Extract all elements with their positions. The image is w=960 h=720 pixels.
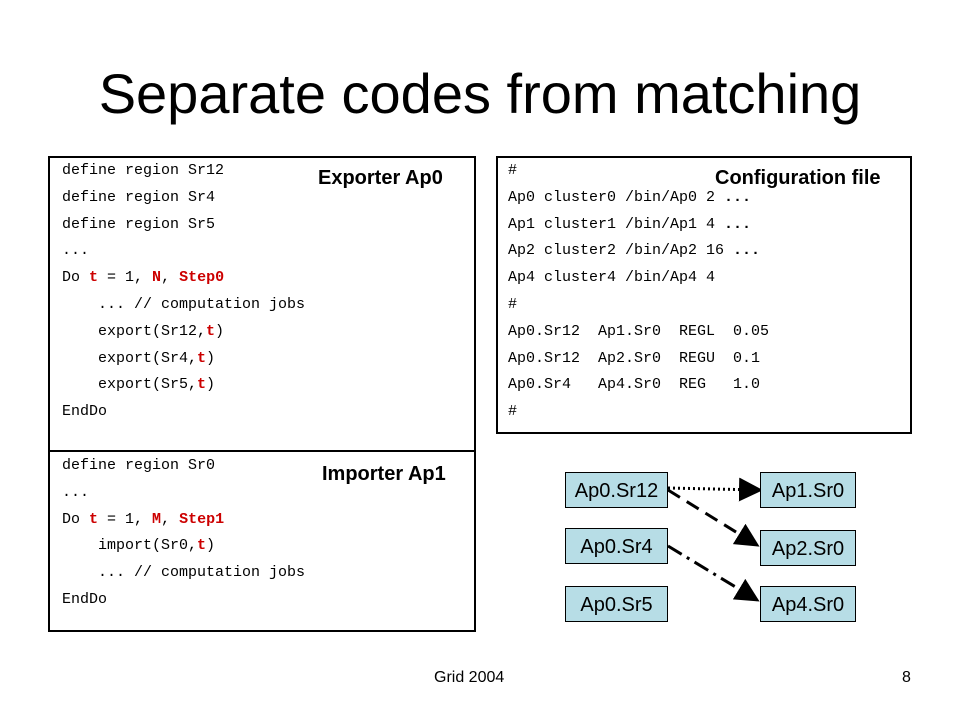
code-token: ) xyxy=(206,349,216,367)
exporter-code-line: EndDo xyxy=(62,399,305,426)
slide-title: Separate codes from matching xyxy=(98,62,862,125)
config-code-line: Ap0 cluster0 /bin/Ap0 2 ... xyxy=(508,185,769,212)
exporter-code-line: define region Sr12 xyxy=(62,158,305,185)
code-token: # xyxy=(508,403,518,421)
config-code-line: # xyxy=(508,158,769,185)
code-token: t xyxy=(206,322,216,340)
config-code-line: Ap0.Sr4 Ap4.Sr0 REG 1.0 xyxy=(508,372,769,399)
node-ap0-sr5: Ap0.Sr5 xyxy=(565,586,668,622)
config-label: Configuration file xyxy=(715,167,881,189)
code-token: Ap0.Sr12 Ap2.Sr0 REGU 0.1 xyxy=(508,349,761,367)
node-ap2-sr0: Ap2.Sr0 xyxy=(760,530,856,566)
code-token: = 1, xyxy=(98,510,153,528)
code-token: = 1, xyxy=(98,269,153,287)
code-token: # xyxy=(508,162,518,179)
exporter-code-line: Do t = 1, N, Step0 xyxy=(62,265,305,292)
code-token: Step0 xyxy=(179,269,225,287)
node-ap0-sr12: Ap0.Sr12 xyxy=(565,472,668,508)
code-token: define region Sr5 xyxy=(62,215,216,233)
code-token: Ap4 cluster4 /bin/Ap4 4 xyxy=(508,269,716,287)
importer-code: define region Sr0... Do t = 1, M, Step1 i… xyxy=(62,453,305,614)
code-token: Ap1 cluster1 /bin/Ap1 4 xyxy=(508,215,725,233)
config-code-line: Ap0.Sr12 Ap1.Sr0 REGL 0.05 xyxy=(508,319,769,346)
importer-code-line: define region Sr0 xyxy=(62,453,305,480)
code-token: ) xyxy=(215,322,225,340)
footer-text: Grid 2004 xyxy=(434,669,505,686)
code-token: Do xyxy=(62,269,90,287)
code-token: ) xyxy=(206,376,216,394)
code-token: Ap2 cluster2 /bin/Ap2 16 xyxy=(508,242,734,260)
code-token: export(Sr4, xyxy=(62,349,198,367)
code-token: import(Sr0, xyxy=(62,537,198,555)
exporter-code-line: export(Sr12,t) xyxy=(62,319,305,346)
code-token: ) xyxy=(206,537,216,555)
section-divider xyxy=(50,450,474,452)
config-code-line: Ap0.Sr12 Ap2.Sr0 REGU 0.1 xyxy=(508,346,769,373)
importer-code-line: ... // computation jobs xyxy=(62,560,305,587)
code-token: t xyxy=(197,349,207,367)
code-token: ... xyxy=(724,215,752,233)
code-token: export(Sr5, xyxy=(62,376,198,394)
code-token: Do xyxy=(62,510,90,528)
code-token: M xyxy=(152,510,162,528)
exporter-code-line: export(Sr4,t) xyxy=(62,346,305,373)
code-token: define region Sr4 xyxy=(62,188,216,206)
code-token: Ap0.Sr4 Ap4.Sr0 REG 1.0 xyxy=(508,376,761,394)
importer-code-line: ... xyxy=(62,480,305,507)
config-code-line: Ap1 cluster1 /bin/Ap1 4 ... xyxy=(508,212,769,239)
page-number: 8 xyxy=(902,669,911,686)
code-token: ... xyxy=(62,242,90,260)
importer-code-line: import(Sr0,t) xyxy=(62,533,305,560)
code-token: , xyxy=(161,269,180,287)
arrow-sr12-to-ap1 xyxy=(667,477,763,502)
exporter-label: Exporter Ap0 xyxy=(318,167,443,189)
code-token: define region Sr12 xyxy=(62,162,225,179)
code-token: ... xyxy=(62,483,90,501)
code-token: N xyxy=(152,269,162,287)
code-token: # xyxy=(508,295,518,313)
config-code-line: # xyxy=(508,292,769,319)
code-token: ... xyxy=(733,242,761,260)
code-token: t xyxy=(197,376,207,394)
config-code: #Ap0 cluster0 /bin/Ap0 2 ...Ap1 cluster1… xyxy=(508,158,769,426)
importer-code-line: Do t = 1, M, Step1 xyxy=(62,507,305,534)
code-token: t xyxy=(197,537,207,555)
node-ap4-sr0: Ap4.Sr0 xyxy=(760,586,856,622)
node-ap0-sr4: Ap0.Sr4 xyxy=(565,528,668,564)
exporter-importer-box xyxy=(48,156,476,632)
arrow-sr4-to-ap4 xyxy=(667,544,760,602)
exporter-code: define region Sr12 define region Sr4 defin… xyxy=(62,158,305,426)
code-token: Step1 xyxy=(179,510,225,528)
importer-label: Importer Ap1 xyxy=(322,463,446,485)
node-ap1-sr0: Ap1.Sr0 xyxy=(760,472,856,508)
code-token: EndDo xyxy=(62,590,108,608)
config-code-line: Ap2 cluster2 /bin/Ap2 16 ... xyxy=(508,238,769,265)
arrow-sr12-to-ap2 xyxy=(667,488,760,547)
config-code-line: # xyxy=(508,399,769,426)
config-code-line: Ap4 cluster4 /bin/Ap4 4 xyxy=(508,265,769,292)
exporter-code-line: define region Sr4 xyxy=(62,185,305,212)
code-token: t xyxy=(89,510,99,528)
code-token: Ap0.Sr12 Ap1.Sr0 REGL 0.05 xyxy=(508,322,770,340)
config-file-box xyxy=(496,156,912,434)
code-token: export(Sr12, xyxy=(62,322,207,340)
code-token: EndDo xyxy=(62,403,108,421)
code-token: ... // computation jobs xyxy=(62,295,306,313)
code-token: , xyxy=(161,510,180,528)
exporter-code-line: ... xyxy=(62,238,305,265)
exporter-code-line: export(Sr5,t) xyxy=(62,372,305,399)
code-token: ... xyxy=(724,188,752,206)
exporter-code-line: ... // computation jobs xyxy=(62,292,305,319)
importer-code-line: EndDo xyxy=(62,587,305,614)
code-token: Ap0 cluster0 /bin/Ap0 2 xyxy=(508,188,725,206)
code-token: t xyxy=(89,269,99,287)
exporter-code-line: define region Sr5 xyxy=(62,212,305,239)
code-token: define region Sr0 xyxy=(62,457,216,474)
code-token: ... // computation jobs xyxy=(62,564,306,582)
